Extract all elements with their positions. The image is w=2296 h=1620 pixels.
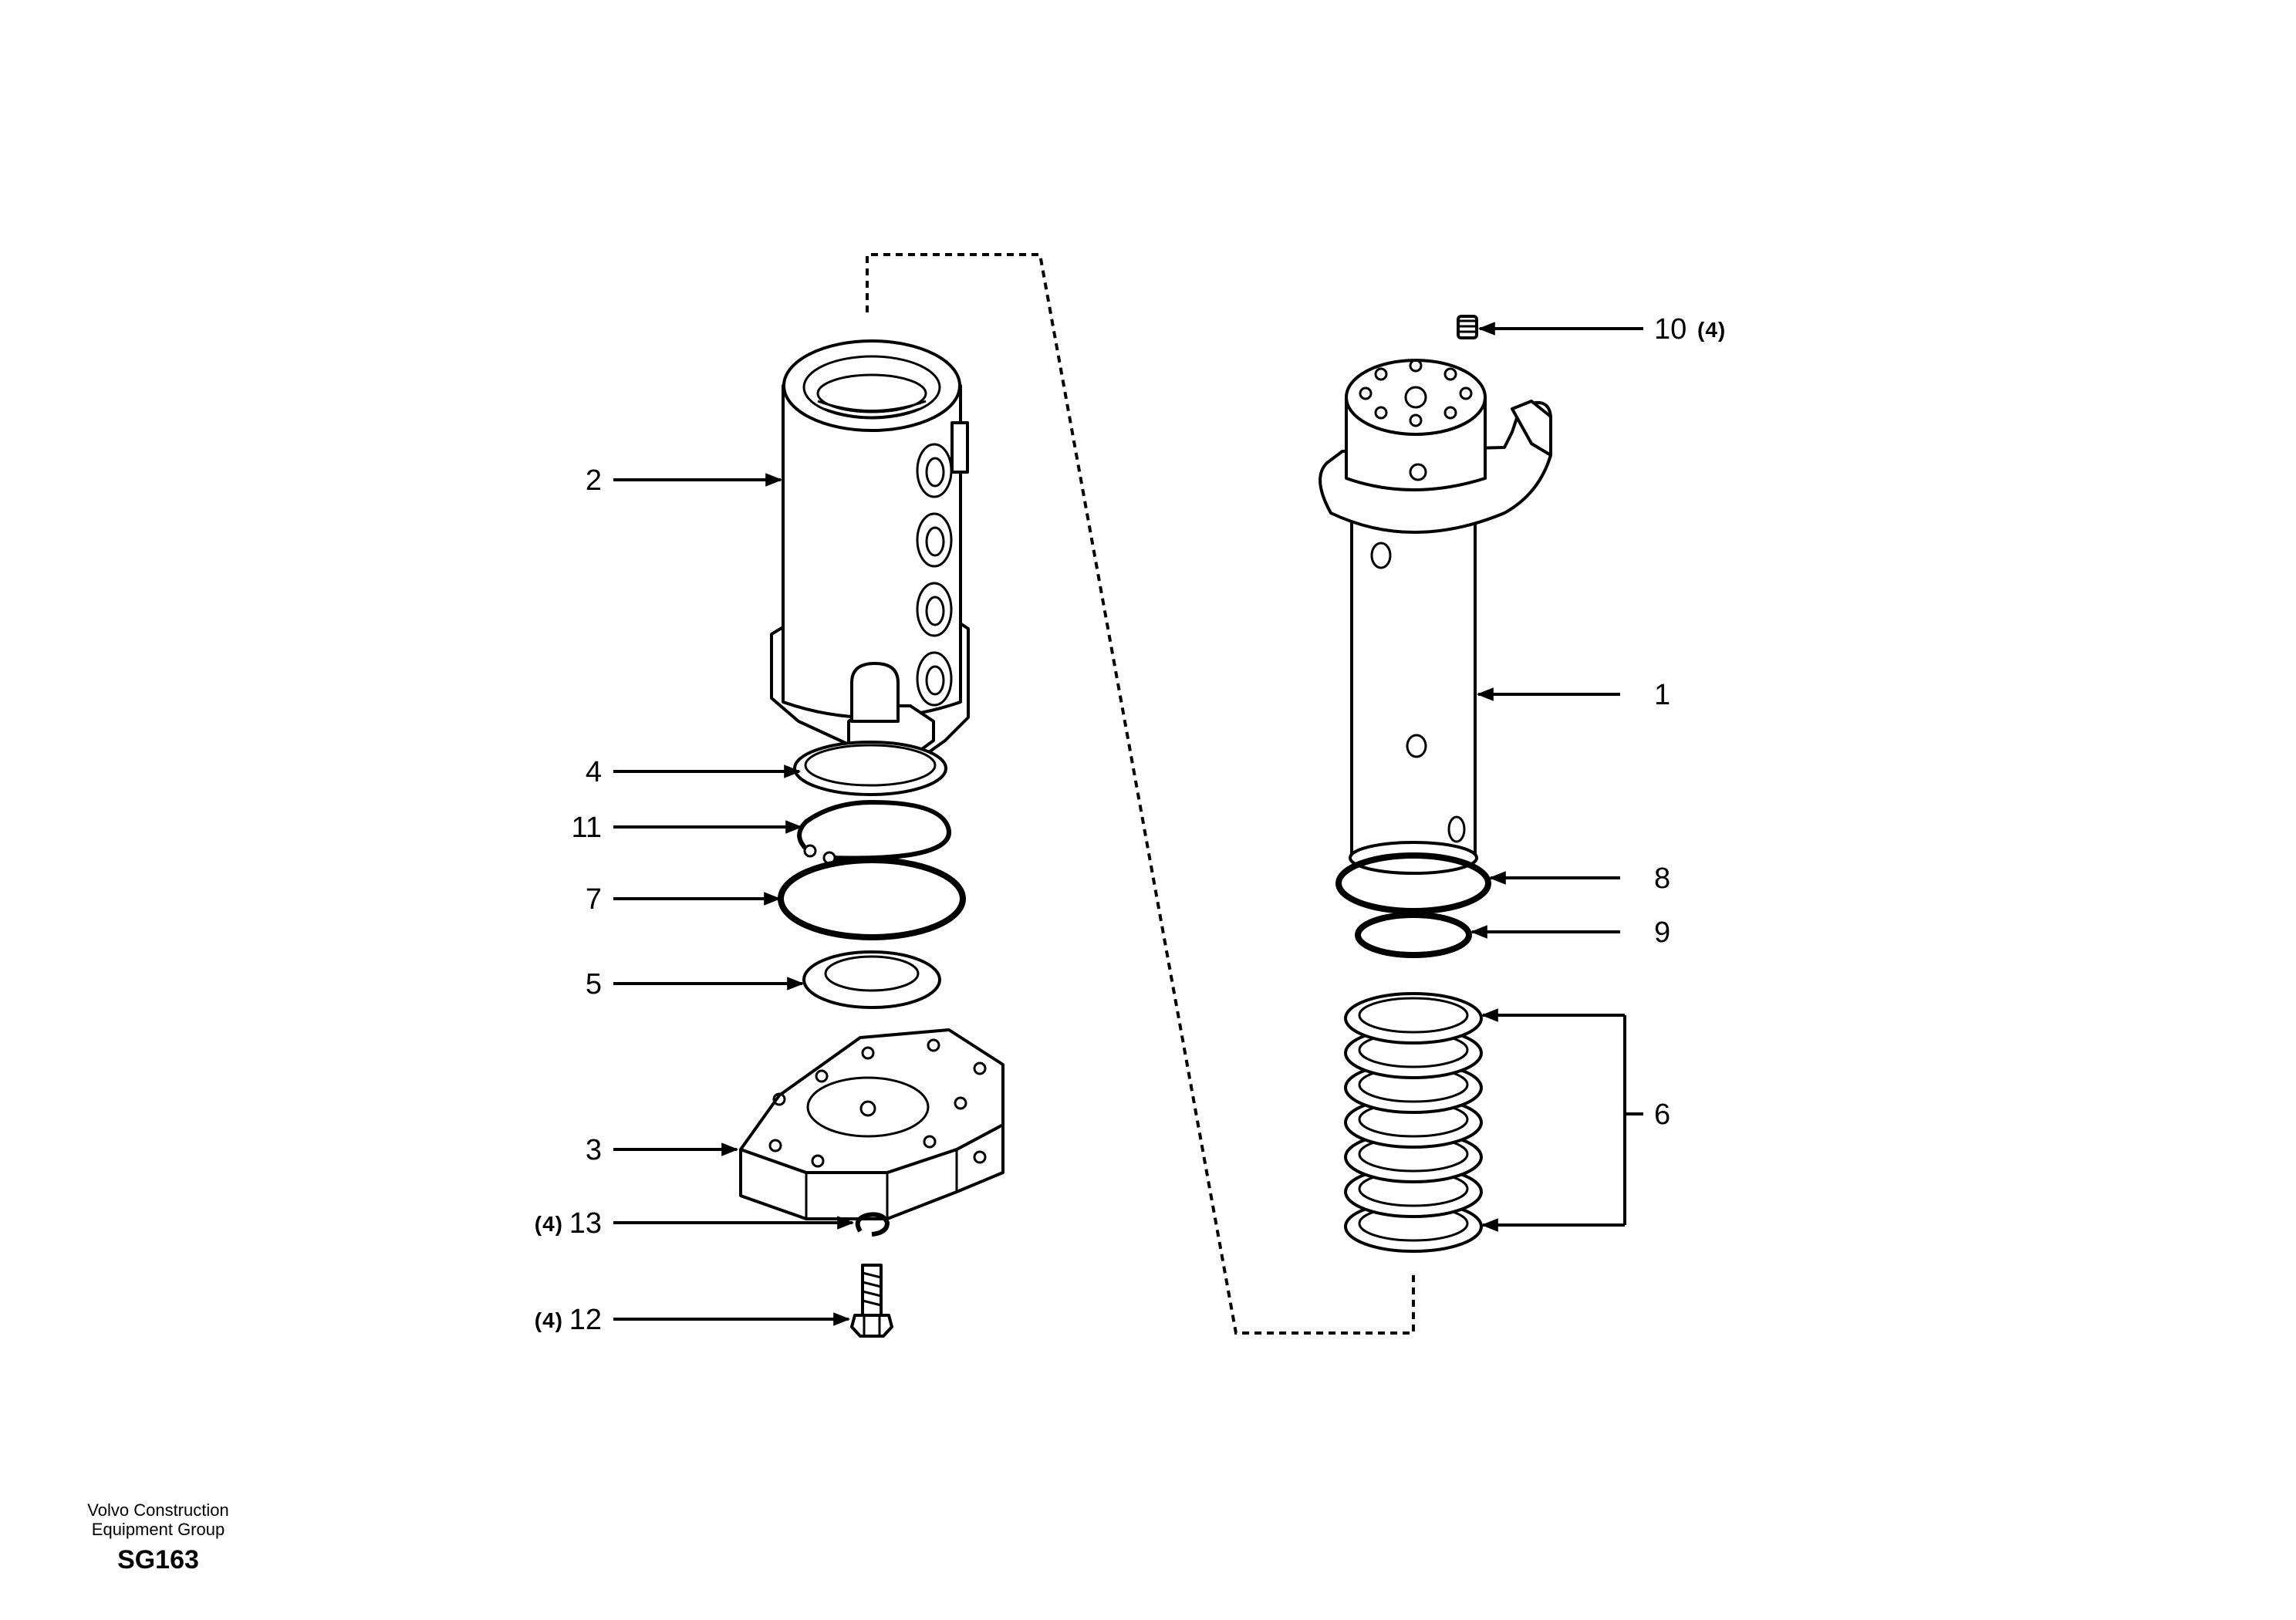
- part-11-snap-ring: [797, 799, 951, 865]
- callout-2: 2: [586, 464, 602, 497]
- leader-lines: [613, 322, 1643, 1326]
- callout-12: 12: [569, 1304, 602, 1336]
- callout-6: 6: [1654, 1099, 1670, 1131]
- callout-3: 3: [586, 1134, 602, 1166]
- callout-11: 11: [572, 812, 602, 844]
- callout-13-qty: (4): [535, 1212, 563, 1236]
- callout-12-qty: (4): [535, 1308, 563, 1332]
- part-12-bolt: [850, 1264, 893, 1338]
- part-6-seal-stack: [1344, 992, 1483, 1253]
- part-9-o-ring: [1355, 912, 1472, 958]
- footer-drawing-code: SG163: [117, 1545, 199, 1574]
- leader-6-bracket: [1623, 1015, 1643, 1225]
- assembly-dash-line: [866, 253, 1415, 1335]
- part-10-plug: [1457, 315, 1478, 339]
- callout-13: 13: [569, 1207, 602, 1240]
- callout-4: 4: [586, 756, 602, 788]
- part-1-center-shaft: [1319, 359, 1552, 875]
- part-2-swivel-housing: [770, 339, 970, 773]
- part-3-cover-plate: [739, 1028, 1004, 1220]
- callout-10-qty: (4): [1697, 318, 1726, 342]
- part-4-ring: [793, 741, 947, 796]
- callout-labels: 2 4 11 7 5 3 (4) 13 (4) 12 10 (4) 1 8 9 …: [535, 313, 1726, 1336]
- callout-10: 10: [1654, 313, 1687, 346]
- footer-company-line1: Volvo Construction: [87, 1500, 229, 1520]
- callout-5: 5: [586, 968, 602, 1001]
- part-13-spring-washer: [855, 1212, 890, 1237]
- part-8-o-ring: [1335, 852, 1491, 914]
- footer-company-line2: Equipment Group: [91, 1520, 225, 1539]
- part-7-o-ring: [778, 857, 966, 940]
- callout-1: 1: [1654, 679, 1670, 711]
- callout-9: 9: [1654, 916, 1670, 949]
- callout-8: 8: [1654, 862, 1670, 895]
- part-5-washer: [802, 950, 941, 1009]
- callout-7: 7: [586, 883, 602, 916]
